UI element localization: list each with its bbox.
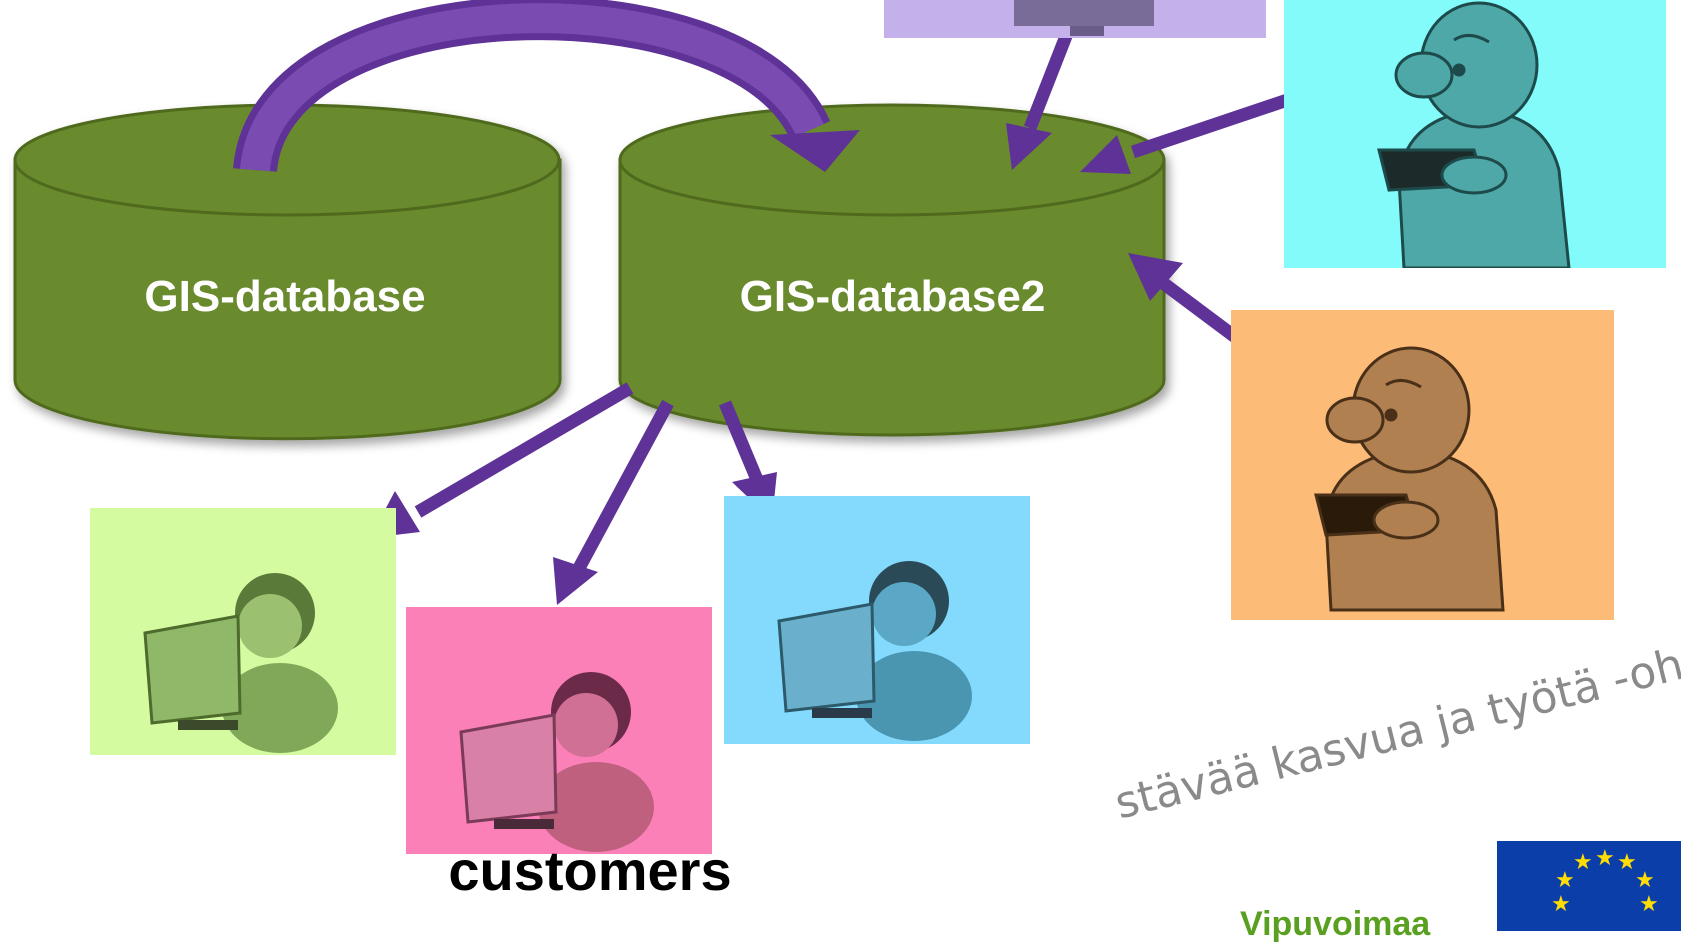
- database-cylinder-2: [618, 103, 1166, 437]
- eu-flag-logo: ★ ★ ★ ★ ★ ★ ★: [1497, 841, 1681, 931]
- svg-text:★: ★: [1555, 868, 1575, 893]
- replication-arrow: [233, 0, 860, 174]
- cyan-reader-tile: [1284, 0, 1666, 268]
- monitor-icon: [1014, 0, 1154, 36]
- green-customer-tile: [90, 508, 396, 755]
- svg-text:★: ★: [1573, 850, 1593, 875]
- database-label-1: GIS-database: [144, 272, 426, 321]
- user-at-computer-icon: [459, 672, 654, 852]
- region-label: Vipuvoimaa: [1240, 905, 1431, 943]
- svg-text:★: ★: [1639, 892, 1659, 917]
- customers-label: customers: [448, 839, 732, 902]
- eu-stars-icon: ★ ★ ★ ★ ★ ★ ★: [1551, 846, 1659, 917]
- user-at-computer-icon: [777, 561, 972, 741]
- user-at-computer-icon: [143, 573, 338, 753]
- blue-customer-tile: [724, 496, 1030, 744]
- svg-text:★: ★: [1595, 846, 1615, 871]
- arrow-to-green-tile: [414, 382, 634, 518]
- database-label-2: GIS-database2: [739, 272, 1046, 321]
- arrow-to-blue-tile: [719, 400, 764, 485]
- man-reading-icon: [1377, 1, 1571, 268]
- purple-user-tile: [884, 0, 1266, 38]
- man-reading-icon: [1314, 346, 1505, 612]
- svg-text:★: ★: [1617, 850, 1637, 875]
- pink-customer-tile: [406, 607, 712, 854]
- arrow-to-pink-tile: [572, 399, 674, 574]
- svg-text:★: ★: [1635, 868, 1655, 893]
- svg-text:★: ★: [1551, 892, 1571, 917]
- orange-reader-tile: [1231, 310, 1614, 620]
